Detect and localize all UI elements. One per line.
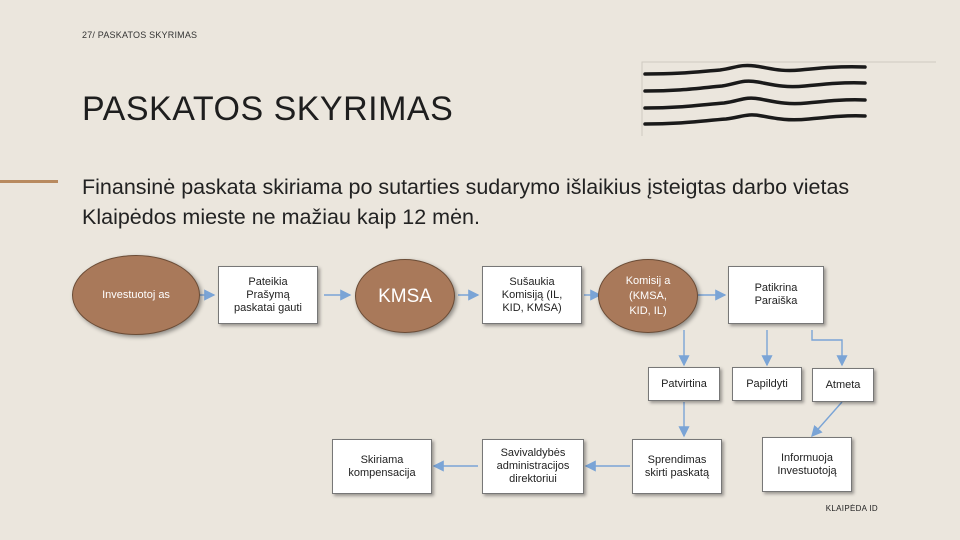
subtitle-text: Finansinė paskata skiriama po sutarties … (82, 175, 850, 229)
node-pateikia-label: Pateikia Prašymą paskatai gauti (234, 275, 302, 314)
node-sprendimas-label: Sprendimas skirti paskatą (644, 453, 710, 479)
node-informuoja: Informuoja Investuotoją (762, 437, 852, 492)
node-pateikia: Pateikia Prašymą paskatai gauti (218, 266, 318, 324)
node-patvirtina-label: Patvirtina (661, 377, 707, 390)
node-papildyti-label: Papildyti (746, 377, 788, 390)
frame-corner-decoration (641, 61, 936, 136)
accent-line (0, 180, 58, 183)
node-kmsa: KMSA (355, 259, 455, 333)
node-skiriama-label: Skiriama kompensacija (348, 453, 416, 479)
node-informuoja-label: Informuoja Investuotoją (777, 451, 837, 477)
node-savivaldybes-label: Savivaldybės administracijos direktoriui (496, 447, 570, 485)
node-investuotojas-label: Investuotoj as (102, 288, 170, 301)
node-atmeta-label: Atmeta (825, 378, 861, 391)
node-investuotojas: Investuotoj as (72, 255, 200, 335)
node-sprendimas: Sprendimas skirti paskatą (632, 439, 722, 494)
node-patikrina: Patikrina Paraiška (728, 266, 824, 324)
node-susaukia-label: Sušaukia Komisiją (IL, KID, KMSA) (501, 275, 563, 314)
node-komisija-label: Komisij a (KMSA, KID, IL) (625, 274, 671, 317)
node-susaukia: Sušaukia Komisiją (IL, KID, KMSA) (482, 266, 582, 324)
node-patikrina-label: Patikrina Paraiška (754, 282, 798, 307)
node-atmeta: Atmeta (812, 368, 874, 402)
node-kmsa-label: KMSA (378, 285, 432, 307)
footer-brand: KLAIPĖDA ID (825, 504, 878, 513)
decorative-waves-icon (643, 63, 867, 126)
node-papildyti: Papildyti (732, 367, 802, 401)
node-komisija: Komisij a (KMSA, KID, IL) (598, 259, 698, 333)
page-title: PASKATOS SKYRIMAS (82, 90, 454, 128)
node-patvirtina: Patvirtina (648, 367, 720, 401)
slide-number: 27/ PASKATOS SKYRIMAS (82, 30, 198, 40)
node-skiriama: Skiriama kompensacija (332, 439, 432, 494)
node-savivaldybes: Savivaldybės administracijos direktoriui (482, 439, 584, 494)
